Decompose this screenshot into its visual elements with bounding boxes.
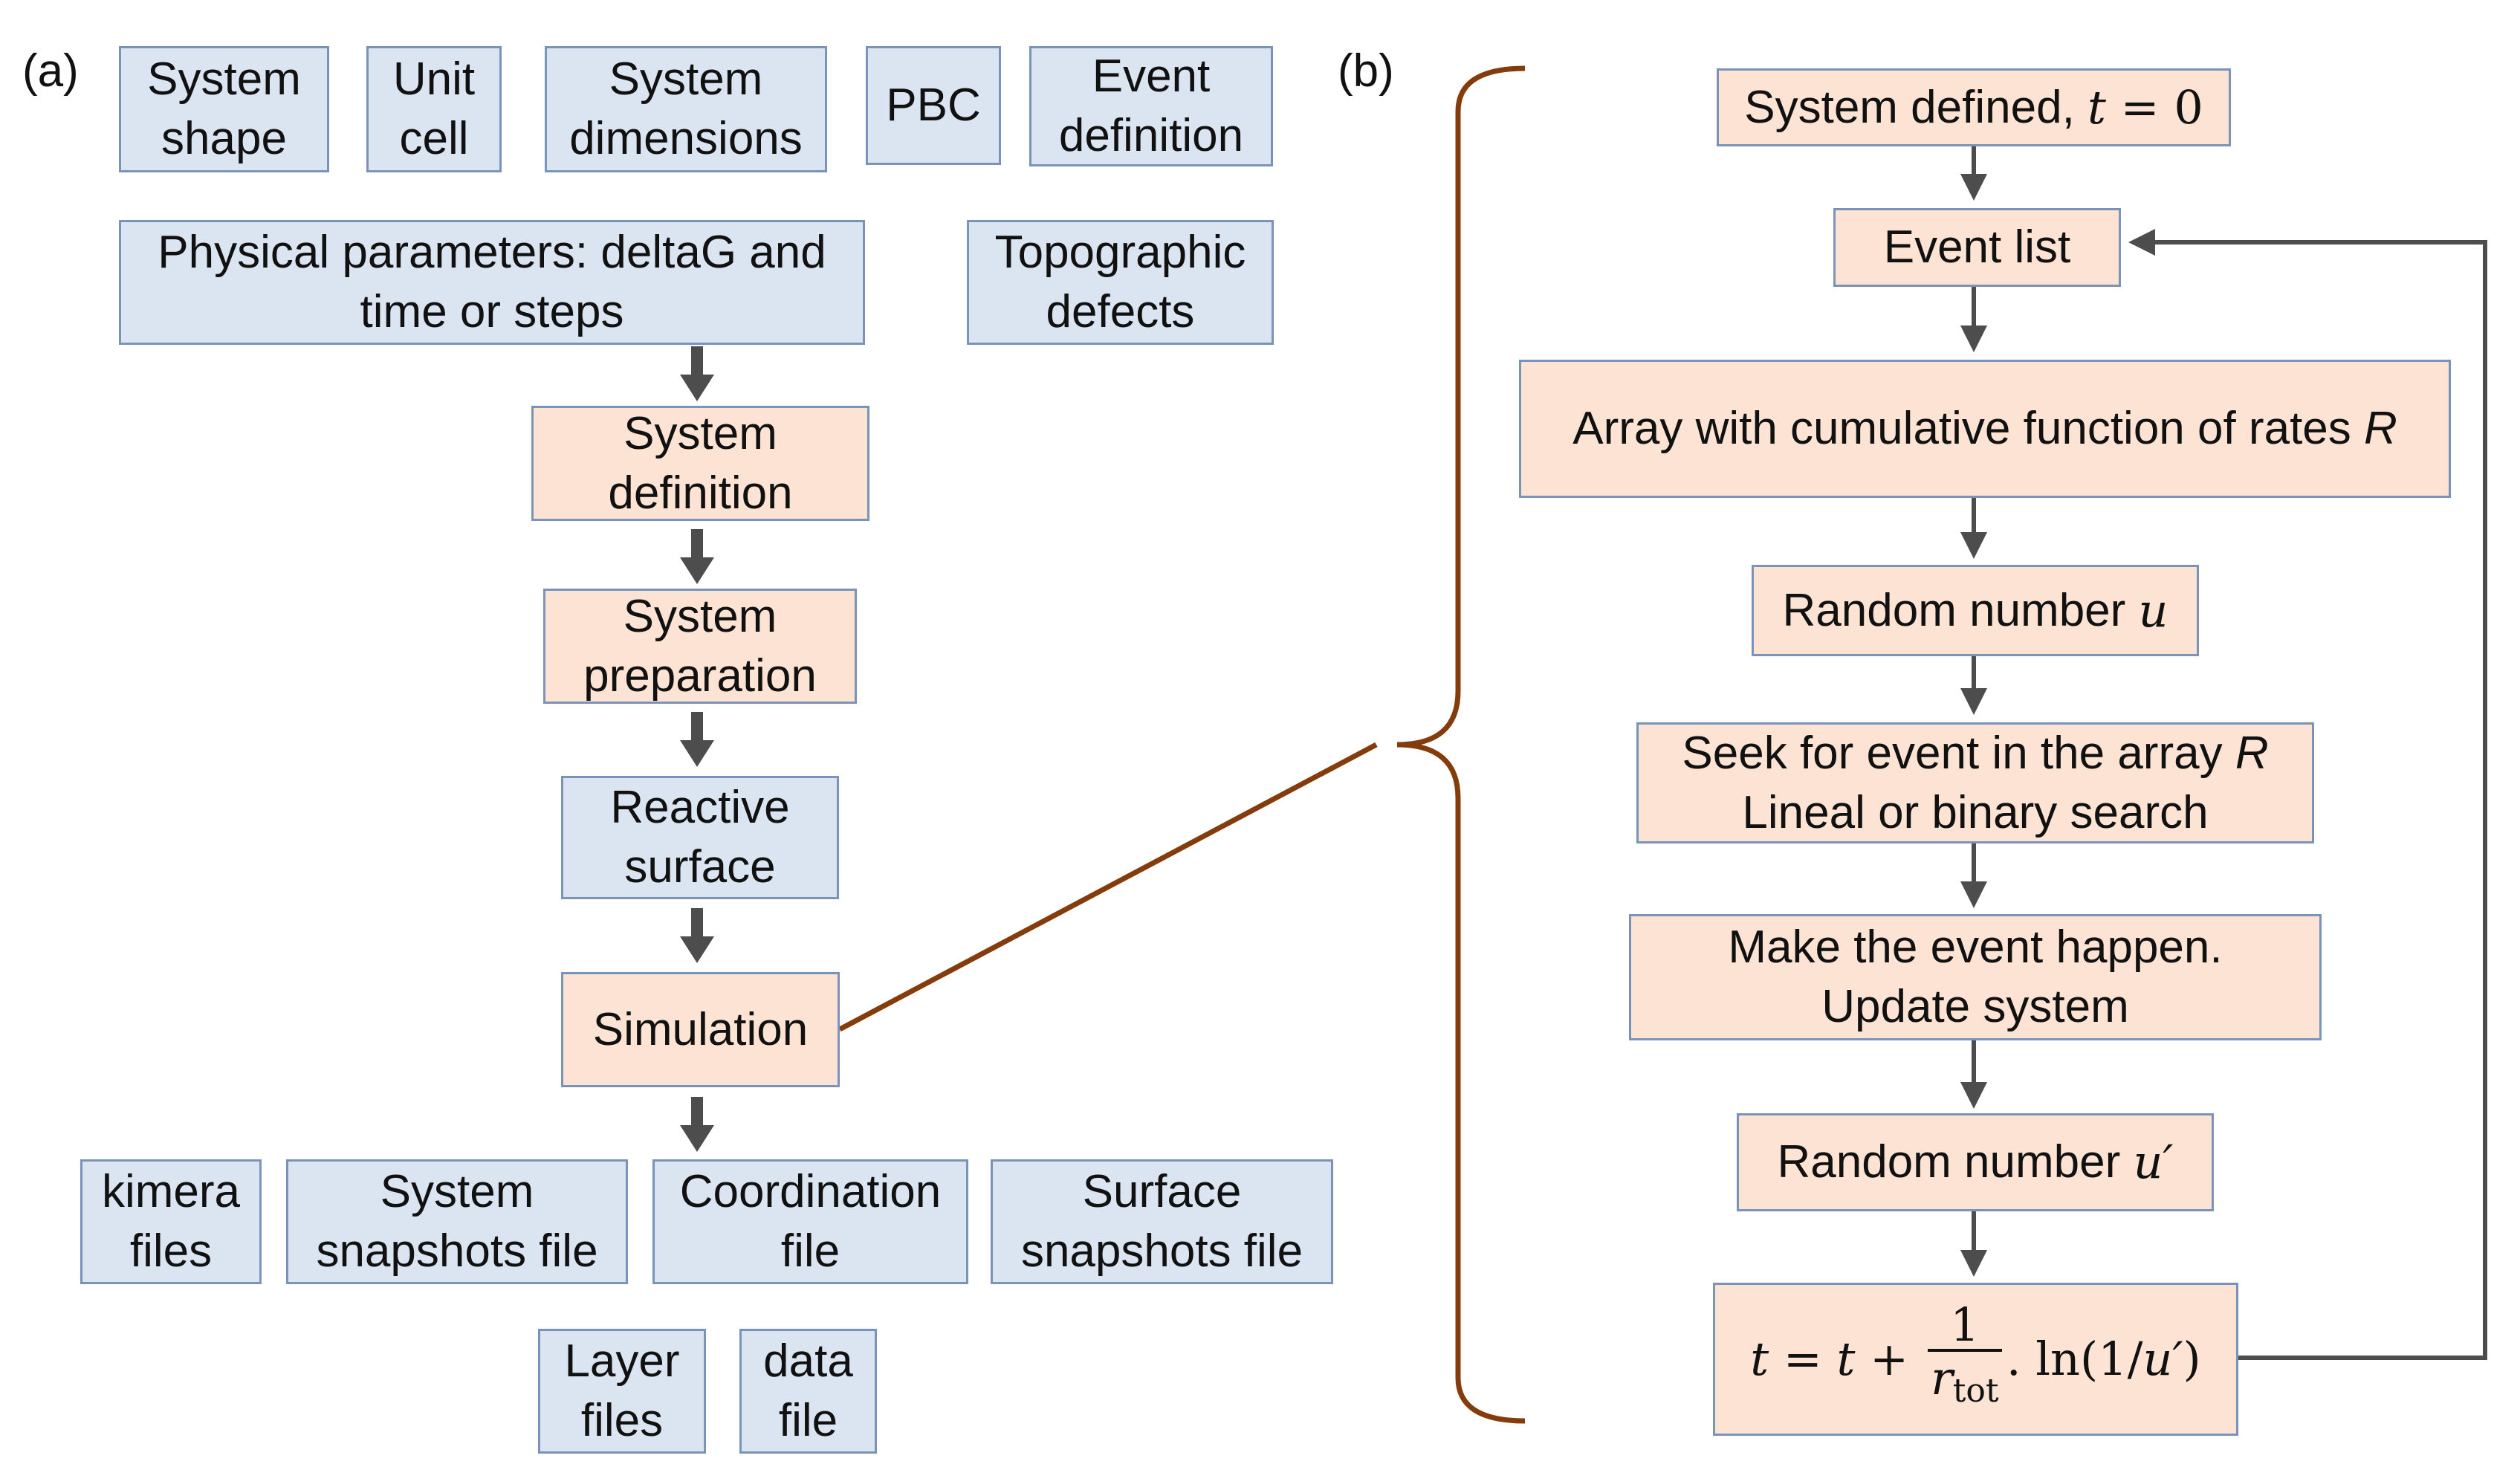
formula-fraction-bar [1927,1348,2002,1352]
seek-line2: Lineal or binary search [1742,786,2209,838]
formula-denominator-sub: tot [1952,1371,1999,1410]
system-preparation-box: System preparation [543,589,857,704]
random-number-u-box: Random number u [1752,565,2199,656]
system-defined-text: System defined, [1744,81,2088,133]
make-event-box: Make the event happen. Update system [1629,914,2322,1040]
reactive-surface-box: Reactive surface [561,776,839,899]
physical-parameters-box: Physical parameters: deltaG and time or … [119,220,865,345]
pbc-box: PBC [866,46,1001,165]
random-u-var: u [2138,583,2168,638]
event-list-box: Event list [1833,208,2121,287]
formula-denominator: rtot [1931,1350,1999,1418]
arrow-params-to-definition [680,346,714,401]
system-shape-box: System shape [119,46,329,172]
time-initial-value: = 0 [2105,80,2203,135]
curly-brace [1396,65,1526,1424]
time-variable: t [2087,80,2106,135]
system-definition-box: System definition [531,406,869,521]
time-update-formula: t = t + 1 rtot . ln(1/u′) [1750,1301,2200,1418]
coordination-file-box: Coordination file [652,1159,968,1284]
seek-line1-text: Seek for event in the array [1682,727,2235,779]
seek-var: R [2235,727,2269,779]
arrow-surface-to-simulation [680,908,714,963]
random-number-prime-text: Random number [1777,1136,2134,1188]
panel-b-label: (b) [1338,45,1394,97]
formula-rhs: . ln(1/ [2006,1332,2143,1386]
data-file-box: data file [739,1329,877,1454]
formula-denominator-var: r [1931,1350,1953,1405]
panel-a-label: (a) [22,45,79,97]
random-u-prime-var: u′ [2133,1135,2174,1189]
system-snapshots-box: System snapshots file [286,1159,628,1284]
system-dimensions-box: System dimensions [545,46,827,172]
array-rates-text: Array with cumulative function of rates [1572,403,2364,454]
random-number-u-prime-box: Random number u′ [1737,1113,2214,1211]
arrow-preparation-to-surface [680,712,714,767]
simulation-to-brace-line [838,742,1378,1032]
arrow-definition-to-preparation [680,529,714,584]
formula-rhs-close: ) [2183,1332,2201,1386]
arrow-simulation-to-outputs [680,1097,714,1152]
panel-b-arrows [1960,146,2487,1360]
formula-fraction: 1 rtot [1927,1297,2002,1418]
simulation-box: Simulation [561,972,840,1087]
formula-numerator: 1 [1950,1297,1980,1352]
layer-files-box: Layer files [538,1329,706,1454]
event-definition-box: Event definition [1029,46,1273,166]
surface-snapshots-box: Surface snapshots file [991,1159,1333,1284]
time-update-box: t = t + 1 rtot . ln(1/u′) [1713,1283,2238,1436]
formula-lhs: t = t + [1750,1332,1923,1386]
topographic-defects-box: Topographic defects [967,220,1274,345]
formula-rhs-var: u′ [2142,1332,2183,1386]
panel-a-arrows [680,346,714,1152]
seek-line1: Seek for event in the array R [1682,724,2268,783]
kimera-files-box: kimera files [80,1159,262,1284]
system-defined-box: System defined, t = 0 [1717,68,2231,146]
array-rates-box: Array with cumulative function of rates … [1519,360,2451,498]
seek-event-box: Seek for event in the array R Lineal or … [1636,722,2314,843]
random-number-text: Random number [1782,584,2139,636]
array-rates-var: R [2364,403,2397,454]
unit-cell-box: Unit cell [366,46,502,172]
loop-back-arrow [2128,229,2487,1360]
